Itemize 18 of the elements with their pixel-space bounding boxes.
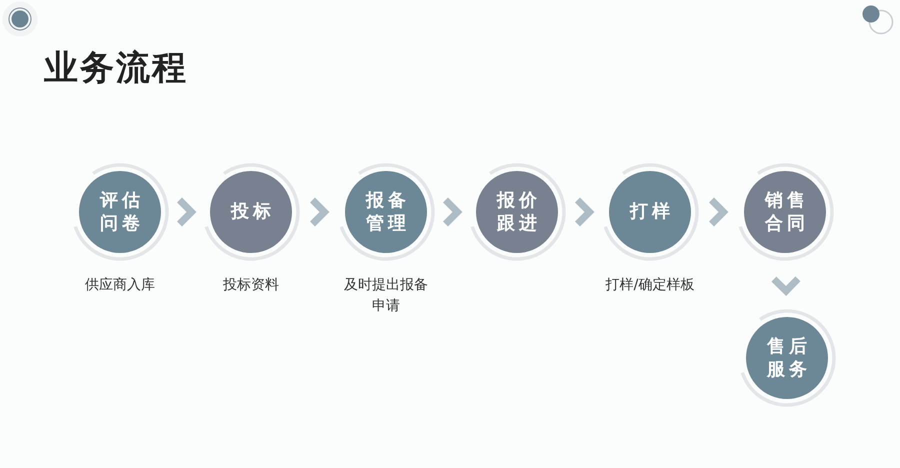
chevron-arrow [575,198,594,226]
step-label: 销售合同 [764,188,809,236]
step-label: 打样 [628,200,674,224]
chevron-arrow [310,198,330,226]
chevron-arrow [443,198,462,226]
chevron-arrow [177,198,196,226]
step-label: 投标 [230,200,275,224]
step-caption: 打样/确定样板 [604,276,696,295]
step-label: 报价跟进 [496,188,541,236]
step-caption: 及时提出报备申请 [343,276,429,316]
chevron-arrow [771,276,800,296]
step-label: 报备管理 [364,188,410,236]
chevron-arrow [709,198,728,226]
step-label: 评估问卷 [98,188,144,236]
page-title: 业务流程 [44,48,188,89]
step-label: 售后服务 [766,334,811,382]
step-caption: 投标资料 [222,276,280,295]
step-caption: 供应商入库 [84,276,156,295]
